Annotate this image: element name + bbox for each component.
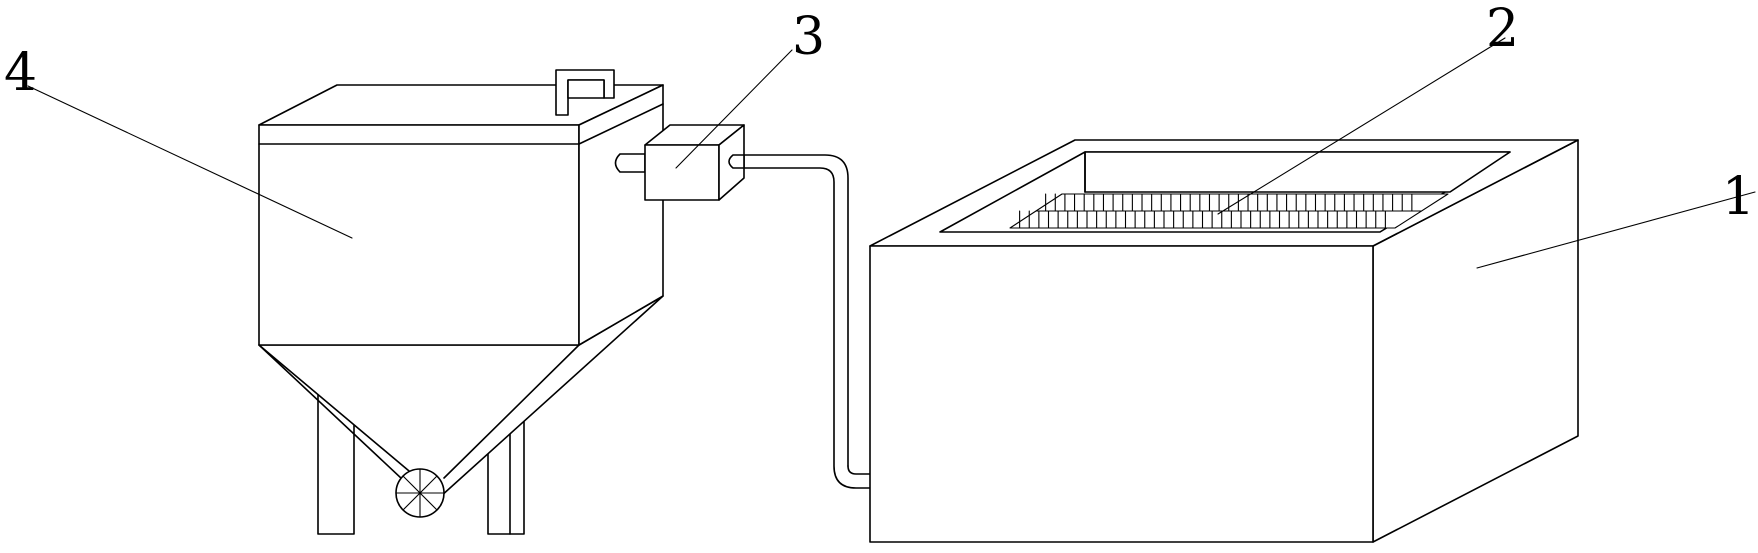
label-part-2: 2	[1486, 0, 1519, 59]
pump-box-front	[644, 144, 720, 201]
hopper-cone-front-right	[443, 344, 580, 479]
pump-inlet-stub	[614, 153, 646, 173]
filter-screen-grid	[1009, 193, 1449, 229]
label-part-3: 3	[792, 7, 825, 67]
leader-line-2	[1217, 37, 1506, 215]
hopper-tank	[258, 69, 664, 535]
tank-front-face	[869, 245, 1374, 543]
pipe-outer-wall	[743, 154, 849, 467]
leader-line-3	[675, 49, 793, 169]
label-part-1: 1	[1722, 167, 1755, 227]
tank-inner-back-wall	[1084, 151, 1511, 193]
leader-line-4	[27, 85, 353, 239]
connecting-pipe	[728, 154, 871, 489]
pump-unit	[614, 124, 745, 201]
hopper-front-face	[258, 124, 580, 346]
hopper-side-rim	[578, 103, 664, 145]
leader-lines	[27, 37, 1756, 269]
hopper-side-face	[578, 84, 664, 346]
open-tank	[869, 139, 1579, 543]
leader-line-1	[1476, 191, 1756, 269]
outlet-valve-icon	[395, 468, 445, 518]
pipe-inner-bend	[847, 465, 871, 475]
pipe-inner-wall	[743, 167, 871, 489]
label-part-4: 4	[4, 43, 37, 103]
hopper-cone-front-left	[258, 344, 419, 495]
hopper-handle	[555, 69, 615, 116]
pipe-outlet-cap	[728, 154, 745, 169]
